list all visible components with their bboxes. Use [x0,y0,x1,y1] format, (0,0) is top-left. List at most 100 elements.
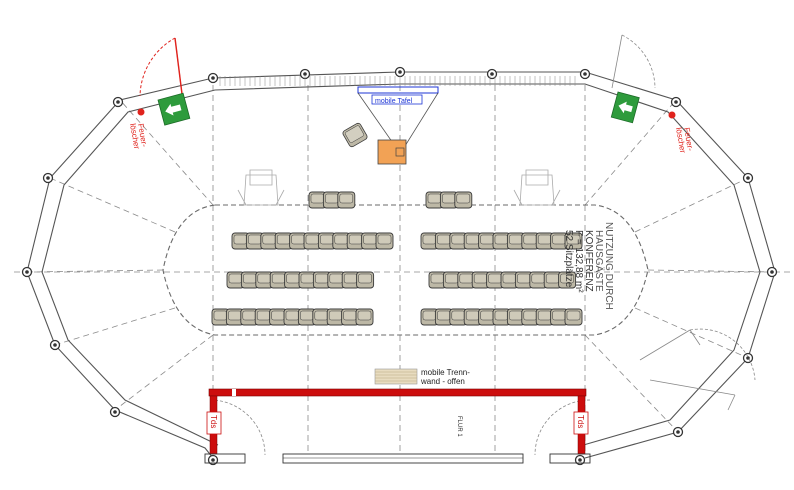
structural-grid [14,85,790,455]
seat-cushion [442,193,456,204]
column-node-core [676,430,680,434]
column-node-core [211,458,215,462]
seat-cushion [456,193,471,204]
seat-cushion [445,273,459,284]
emergency-exit-sign-icon [157,92,191,126]
seat-cushion [348,234,363,245]
seat-cushion [451,310,466,321]
seat-cushion [256,310,271,321]
grid-line [114,334,214,411]
usage-info: NUTZUNG DURCH HAUSGÄSTE KONFERENZ F = 13… [563,222,614,310]
mobile-partition [374,368,418,385]
mobile-board-label: mobile Tafel [375,98,413,105]
seat-cushion [343,310,357,321]
corridor-label: FLUR 1 [456,416,462,437]
tds-label-right: Tds [576,415,585,428]
seat-cushion [537,234,552,245]
usage-line-1: NUTZUNG DURCH [603,222,614,310]
partition-wall [208,388,587,397]
seat-cushion [480,234,494,245]
column-node-core [46,176,50,180]
seat-cushion [465,310,480,321]
seat-cushion [228,310,242,321]
fire-extinguisher-label-2: löscher [128,123,141,150]
grid-line [647,269,776,273]
column-node-core [583,72,587,76]
seat-cushion [430,273,445,284]
seat-cushion [357,310,372,321]
seat-cushion [494,310,509,321]
seat-cushion [310,193,325,204]
seat-cushion [537,310,552,321]
seat-cushion [233,234,248,245]
seat-cushion [502,273,517,284]
usage-line-4: F = 132,88 m² [573,230,584,293]
seat-cushion [320,234,334,245]
fire-extinguisher-label-4: löscher [674,127,687,154]
column-node-core [770,270,774,274]
seat-cushion [437,310,451,321]
mobile-board [357,86,439,147]
column-node-core [53,343,57,347]
seat-cushion [451,234,466,245]
column-node-core [303,72,307,76]
seat-cushion [328,310,343,321]
usage-line-5: 52 Sitzplätze [563,230,574,288]
tds-box-left [206,411,222,435]
seat-cushion [566,310,581,321]
seat-cushion [473,273,488,284]
left-emergency-door[interactable] [174,37,184,103]
armchair-icon [342,122,368,148]
column-node-core [490,72,494,76]
emergency-exit-sign-icon [610,91,640,124]
seat-cushion [523,234,538,245]
seating-area [211,191,583,326]
seat-cushion [437,234,451,245]
seat-cushion [531,273,546,284]
seat-cushion [545,273,560,284]
grid-line [119,99,214,206]
seat-cushion [325,193,339,204]
grid-line [634,307,749,359]
column-node-core [746,176,750,180]
column-node-core [25,270,29,274]
door-swing-icon [639,328,756,411]
fire-extinguisher-label-3: Feuer- [682,127,695,152]
seat-cushion [271,310,285,321]
seat-cushion [343,273,358,284]
seat-cushion [300,310,314,321]
grid-line [49,177,176,233]
seat-cushion [523,310,538,321]
seat-cushion [305,234,320,245]
column-node-core [398,70,402,74]
grid-line [634,177,749,233]
bottom-wall [204,453,591,464]
seat-cushion [286,273,300,284]
seat-cushion [315,273,329,284]
armchair-icon [237,169,285,206]
seat-cushion [228,273,243,284]
grid-line [584,99,677,206]
seat-cushion [334,234,349,245]
column-node-core [211,76,215,80]
seat-cushion [248,234,262,245]
seat-cushion [427,193,442,204]
partition-label-2: wand - offen [420,377,465,386]
partition-gap [232,389,236,396]
seat-cushion [566,234,581,245]
seat-cushion [465,234,480,245]
seat-cushion [480,310,494,321]
armchair-icon [513,169,561,206]
seat-cushion [314,310,329,321]
seat-cushion [300,273,315,284]
seat-cushion [509,310,523,321]
seat-cushion [276,234,291,245]
fire-extinguisher-icon [668,111,676,119]
seat-cushion [363,234,377,245]
door-swing-icon [611,34,656,89]
seat-cushion [291,234,305,245]
seat-cushion [509,234,523,245]
seat-cushion [494,234,509,245]
partition-label-1: mobile Trenn- [421,368,470,377]
seat-cushion [271,273,286,284]
